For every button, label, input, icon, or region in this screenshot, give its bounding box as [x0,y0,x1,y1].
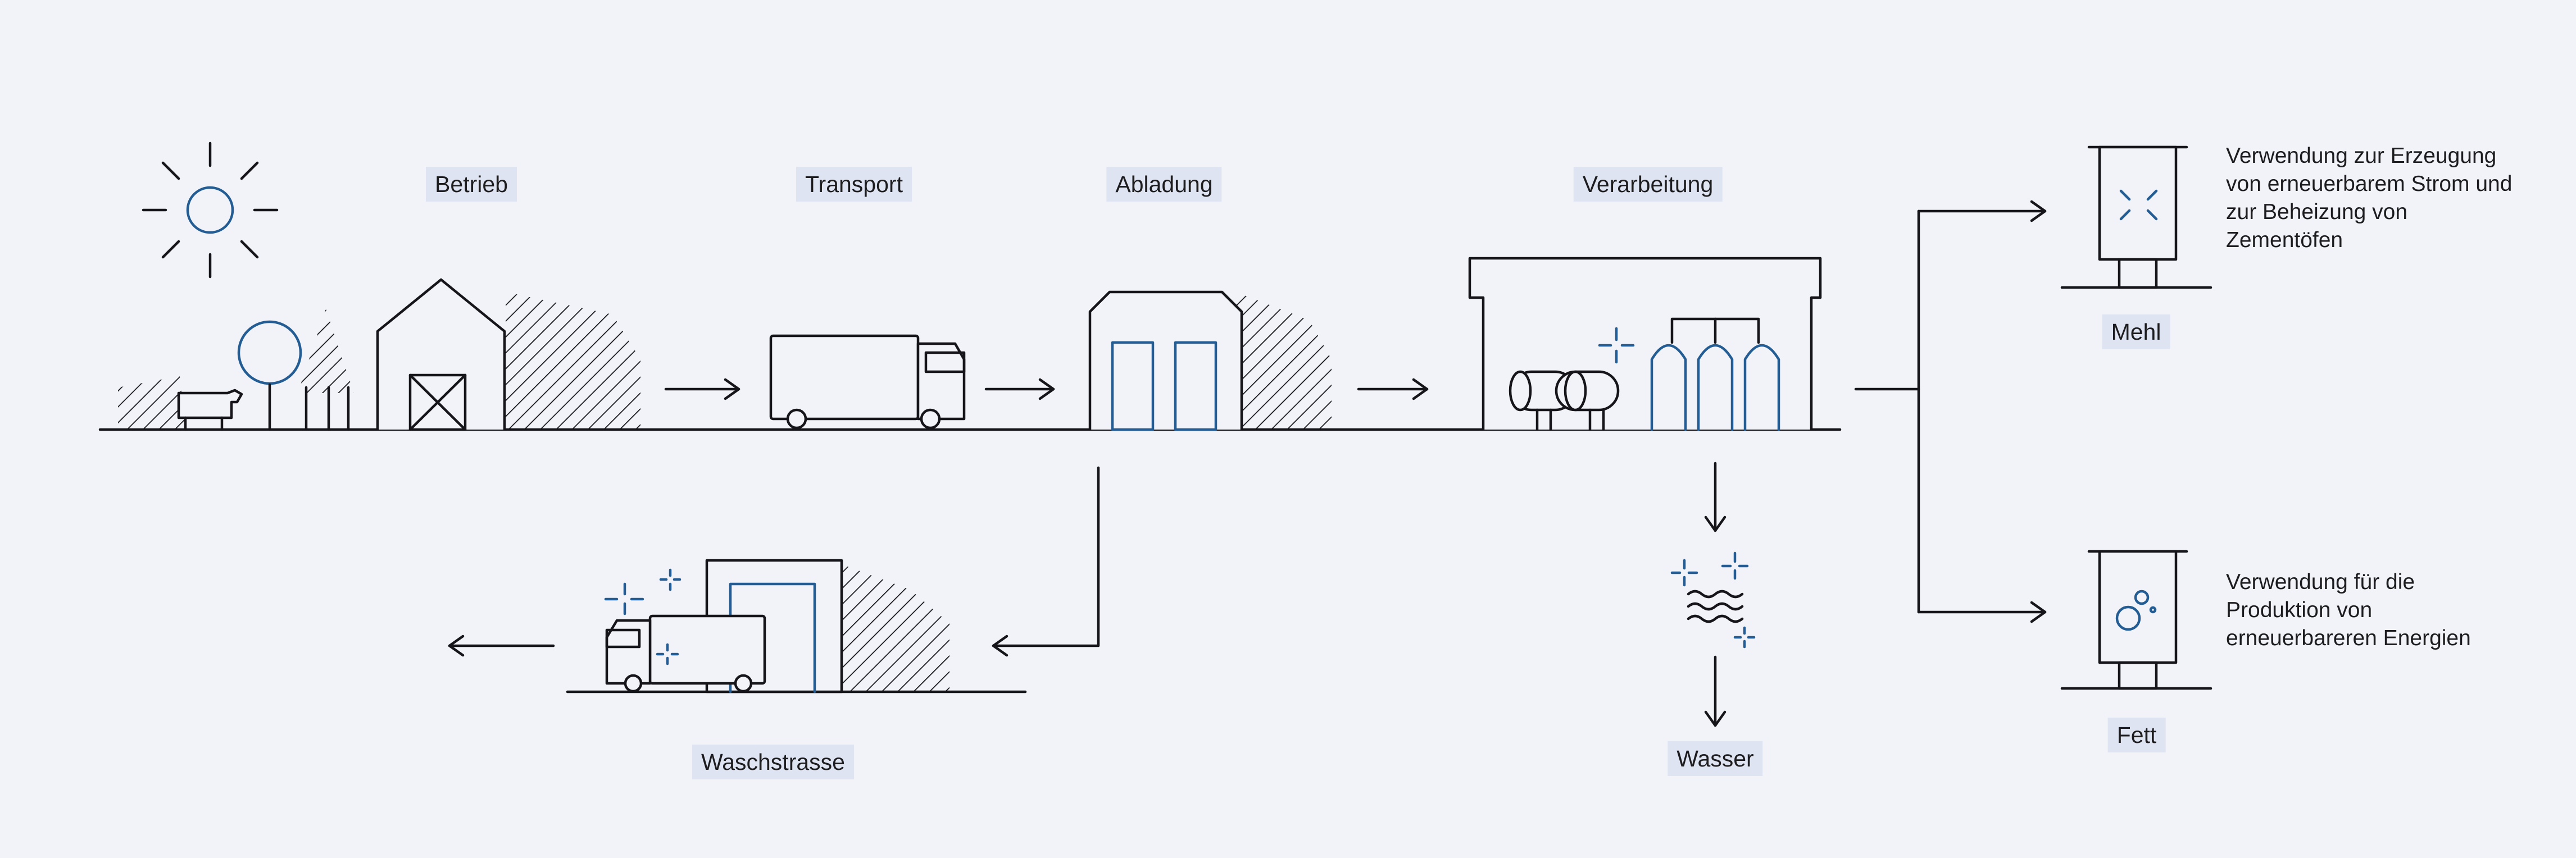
sun-icon [142,142,279,279]
fett-container-icon [2087,550,2188,690]
truck-icon [605,614,766,693]
step-label-wasser: Wasser [1668,741,1763,776]
step-label-waschstrasse: Waschstrasse [692,745,854,779]
step-label-betrieb: Betrieb [426,167,517,202]
unloading-hall-icon [1088,290,1332,431]
tanks-icon [1650,317,1780,431]
fett-usage-text: Verwendung für die Produktion von erneue… [2226,570,2471,650]
step-label-verarbeitung: Verarbeitung [1573,167,1723,202]
sparkle-icon [1598,327,1635,364]
arrow-unloading-to-wash [992,466,1100,657]
sparkle-icon [604,568,682,665]
cow-icon [177,389,243,431]
step-label-abladung: Abladung [1106,167,1222,202]
step-label-mehl: Mehl [2102,314,2170,349]
silo-tank-icon [1509,370,1620,431]
water-waves-icon [1687,590,1744,623]
branch-arrows [1854,200,2047,623]
step-label-fett: Fett [2107,718,2166,752]
mehl-usage-text: Verwendung zur Erzeugung von erneuerbare… [2226,144,2513,252]
step-label-transport: Transport [796,167,912,202]
mehl-container-icon [2087,145,2188,289]
water-branch [1670,462,1756,727]
farm-scene [118,278,640,431]
processing-plant-icon [1468,257,1822,431]
barn-icon [376,278,506,431]
sparkle-icon [1670,551,1756,649]
truck-icon [769,334,966,430]
wash-station-icon [604,559,949,693]
